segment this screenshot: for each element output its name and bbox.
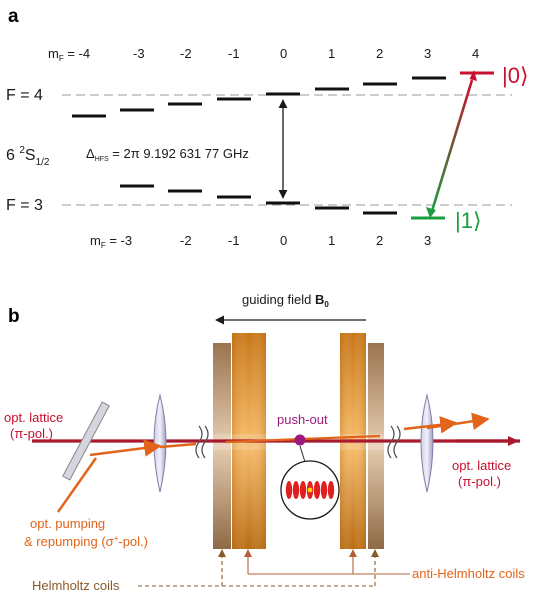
- mf-upper-tick: -1: [228, 46, 240, 61]
- opt-lattice-left-label-2: (π-pol.): [10, 426, 53, 441]
- transition-arrow-head-bottom: [426, 207, 436, 218]
- panel-b-label: b: [8, 306, 20, 327]
- mf-upper-tick: -2: [180, 46, 192, 61]
- atom: [294, 434, 306, 446]
- helmholtz-coil-right: [368, 343, 384, 549]
- dichroic-mirror: [62, 401, 110, 481]
- beam-break-right: [387, 425, 401, 459]
- pumping-beam-in: [89, 439, 162, 457]
- transition-arrow-head-top: [469, 70, 477, 81]
- anti-helmholtz-connector: [247, 557, 410, 575]
- helmholtz-label: Helmholtz coils: [32, 578, 120, 593]
- lens-left: [153, 393, 167, 493]
- opt-pumping-label-1: opt. pumping: [30, 516, 105, 531]
- mf-lower-m: mF = -3: [90, 233, 132, 250]
- state-label: 6 2S1/2: [6, 145, 50, 168]
- f4-label: F = 4: [6, 87, 43, 104]
- hfs-label: ΔHFS = 2π 9.192 631 77 GHz: [86, 146, 249, 163]
- transition-line: [430, 79, 474, 212]
- f4-sublevels: [72, 76, 446, 118]
- mf-upper-tick: 1: [328, 46, 335, 61]
- mf-lower-tick: 0: [280, 233, 287, 248]
- anti-helmholtz-label: anti-Helmholtz coils: [412, 566, 525, 581]
- ket-1: |1⟩: [455, 208, 482, 233]
- opt-lattice-left-label-1: opt. lattice: [4, 410, 63, 425]
- opt-lattice-right-label-1: opt. lattice: [452, 458, 511, 473]
- mf-upper-m: mF = -4: [48, 46, 90, 63]
- lattice-sites: [285, 481, 335, 499]
- mf-upper-tick: 0: [280, 46, 287, 61]
- helmholtz-connector: [138, 557, 376, 587]
- guiding-field-label: guiding field B0: [242, 292, 329, 309]
- pumping-beam-out: [56, 457, 98, 513]
- mf-upper-tick: -3: [133, 46, 145, 61]
- lens-right: [420, 393, 434, 493]
- opt-pumping-label-2: & repumping (σ+-pol.): [24, 534, 148, 549]
- mf-upper-tick: 2: [376, 46, 383, 61]
- mf-lower-tick: -2: [180, 233, 192, 248]
- push-out-label: push-out: [277, 412, 328, 427]
- mf-lower-tick: 1: [328, 233, 335, 248]
- mf-lower-tick: 3: [424, 233, 431, 248]
- f3-label: F = 3: [6, 197, 43, 214]
- mf-lower-tick: 2: [376, 233, 383, 248]
- f3-sublevels: [120, 184, 397, 215]
- helmholtz-coil-left: [213, 343, 231, 549]
- mf-upper-tick: 4: [472, 46, 479, 61]
- mf-upper-tick: 3: [424, 46, 431, 61]
- mf-lower-tick: -1: [228, 233, 240, 248]
- ket-0: |0⟩: [502, 63, 529, 88]
- opt-lattice-right-label-2: (π-pol.): [458, 474, 501, 489]
- lattice-beam-arrow-right: [508, 436, 519, 446]
- trapped-atom: [307, 487, 313, 493]
- beam-break-left: [195, 425, 209, 459]
- panel-a-label: a: [8, 6, 19, 27]
